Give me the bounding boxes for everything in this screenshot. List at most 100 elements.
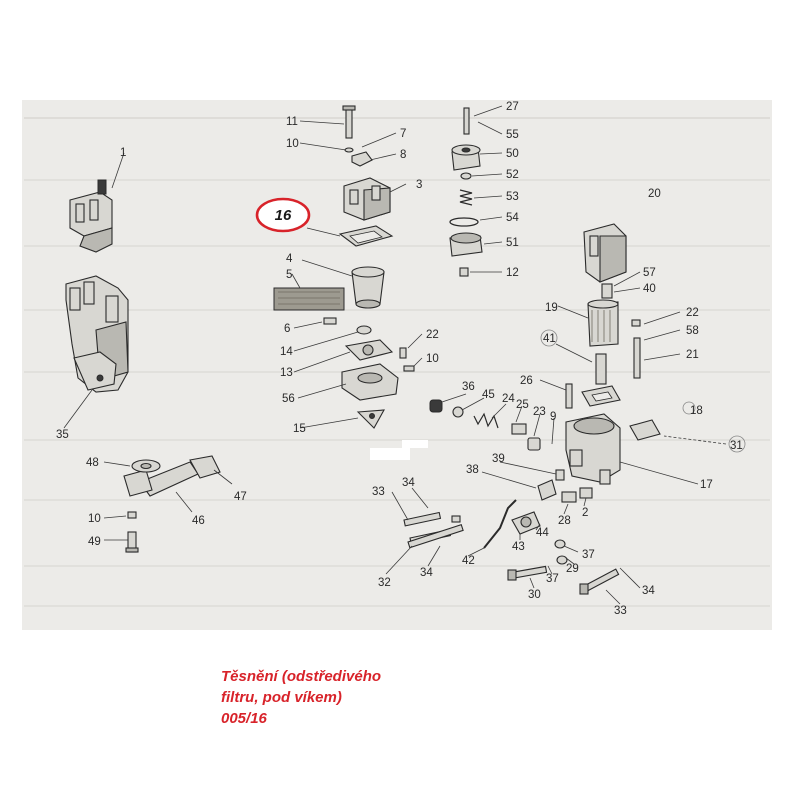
callout-32: 32 xyxy=(378,577,391,589)
callout-53: 53 xyxy=(506,191,519,203)
part-14-seal xyxy=(356,325,372,335)
callout-36: 36 xyxy=(462,381,475,393)
caption-line-3: 005/16 xyxy=(221,710,267,727)
part-41-tube xyxy=(595,353,607,385)
part-4-filter-bowl xyxy=(351,266,385,309)
callout-5: 5 xyxy=(286,269,292,281)
callout-19: 19 xyxy=(545,302,558,314)
callout-54: 54 xyxy=(506,212,519,224)
callout-34: 34 xyxy=(642,585,655,597)
callout-21: 21 xyxy=(686,349,699,361)
part-22-58-screws xyxy=(631,319,641,379)
part-18-gasket xyxy=(581,385,621,407)
callout-9: 9 xyxy=(550,411,556,423)
callout-24: 24 xyxy=(502,393,515,405)
part-57-40-bolt xyxy=(601,283,613,299)
part-42-pipe xyxy=(483,499,517,549)
callout-7: 7 xyxy=(400,128,406,140)
part-33-34-bolts-lower xyxy=(579,568,620,595)
part-46-pipe xyxy=(123,455,221,497)
part-caption: Těsnění (odstředivého filtru, pod víkem)… xyxy=(221,666,481,729)
callout-33: 33 xyxy=(372,486,385,498)
callout-57: 57 xyxy=(643,267,656,279)
callout-50: 50 xyxy=(506,148,519,160)
callout-37: 37 xyxy=(546,573,559,585)
callout-34: 34 xyxy=(420,567,433,579)
callout-10: 10 xyxy=(426,353,439,365)
callout-31: 31 xyxy=(730,440,743,452)
caption-line-1: Těsnění (odstředivého xyxy=(221,668,382,685)
part-44-43-nozzle xyxy=(511,511,541,535)
part-50-rotor-cap xyxy=(451,144,481,171)
part-26-pin xyxy=(565,383,573,409)
callout-6: 6 xyxy=(284,323,290,335)
callout-30: 30 xyxy=(528,589,541,601)
callout-49: 49 xyxy=(88,536,101,548)
callout-39: 39 xyxy=(492,453,505,465)
part-37-29-washers xyxy=(554,539,568,565)
part-24-spring xyxy=(473,412,499,429)
part-16-gasket xyxy=(338,225,394,247)
callout-10: 10 xyxy=(286,138,299,150)
part-49-bolt xyxy=(125,531,139,553)
callout-1: 1 xyxy=(120,147,126,159)
callout-51: 51 xyxy=(506,237,519,249)
part-10-washer xyxy=(127,511,137,519)
callout-37: 37 xyxy=(582,549,595,561)
callout-10: 10 xyxy=(88,513,101,525)
callout-29: 29 xyxy=(566,563,579,575)
callout-58: 58 xyxy=(686,325,699,337)
part-17-filter-body xyxy=(565,413,621,485)
callout-25: 25 xyxy=(516,399,529,411)
part-6-screw xyxy=(323,317,337,325)
callout-20: 20 xyxy=(648,188,661,200)
callout-46: 46 xyxy=(192,515,205,527)
part-20-filter-cover xyxy=(583,223,627,283)
highlight-label: 16 xyxy=(275,207,292,224)
callout-22: 22 xyxy=(426,329,439,341)
callout-56: 56 xyxy=(282,393,295,405)
part-19-filter-cartridge xyxy=(587,299,619,347)
part-12-nut xyxy=(459,267,469,277)
callout-42: 42 xyxy=(462,555,475,567)
part-52-washer xyxy=(460,172,472,180)
part-5-filter-element xyxy=(273,287,345,311)
part-51-rotor-ring xyxy=(449,232,483,257)
callout-23: 23 xyxy=(533,406,546,418)
callout-22: 22 xyxy=(686,307,699,319)
part-36-plug xyxy=(429,399,443,413)
part-56-housing xyxy=(341,363,399,401)
callout-11: 11 xyxy=(286,116,298,128)
callout-17: 17 xyxy=(700,479,713,491)
callout-55: 55 xyxy=(506,129,519,141)
callout-47: 47 xyxy=(234,491,247,503)
callout-14: 14 xyxy=(280,346,293,358)
callout-44: 44 xyxy=(536,527,549,539)
callout-15: 15 xyxy=(293,423,306,435)
callout-8: 8 xyxy=(400,149,406,161)
callout-40: 40 xyxy=(643,283,656,295)
callout-28: 28 xyxy=(558,515,571,527)
callout-27: 27 xyxy=(506,101,519,113)
callout-13: 13 xyxy=(280,367,293,379)
callout-4: 4 xyxy=(286,253,293,265)
part-13-base xyxy=(344,339,394,361)
caption-line-2: filtru, pod víkem) xyxy=(221,689,342,706)
part-15-flange xyxy=(356,409,385,429)
part-45-washer xyxy=(452,406,464,418)
part-31-bracket xyxy=(629,419,661,441)
callout-18: 18 xyxy=(690,405,703,417)
part-30-bolt xyxy=(507,565,548,581)
part-11-bolt xyxy=(342,105,356,139)
part-22-10-screws xyxy=(399,347,415,372)
callout-labels: 1 35 11 10 7 8 3 4 5 6 14 13 56 15 22 10… xyxy=(56,101,743,617)
callout-43: 43 xyxy=(512,541,525,553)
callout-48: 48 xyxy=(86,457,99,469)
callout-33: 33 xyxy=(614,605,627,617)
part-54-o-ring xyxy=(449,217,479,227)
callout-2: 2 xyxy=(582,507,588,519)
callout-41: 41 xyxy=(543,333,556,345)
callout-26: 26 xyxy=(520,375,533,387)
callout-35: 35 xyxy=(56,429,69,441)
